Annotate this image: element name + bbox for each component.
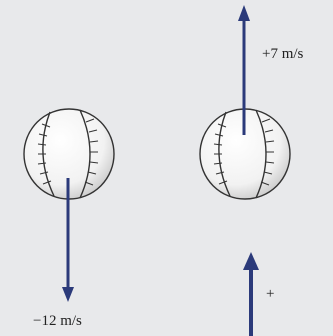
positive-direction-label: + [266, 286, 275, 302]
baseball-right [199, 108, 291, 200]
right-velocity-label: +7 m/s [262, 46, 304, 62]
positive-direction-arrow [243, 252, 259, 336]
baseball-left [23, 108, 115, 200]
velocity-arrow-down [62, 178, 74, 302]
velocity-arrow-up [238, 5, 250, 135]
left-velocity-label: −12 m/s [33, 313, 82, 329]
